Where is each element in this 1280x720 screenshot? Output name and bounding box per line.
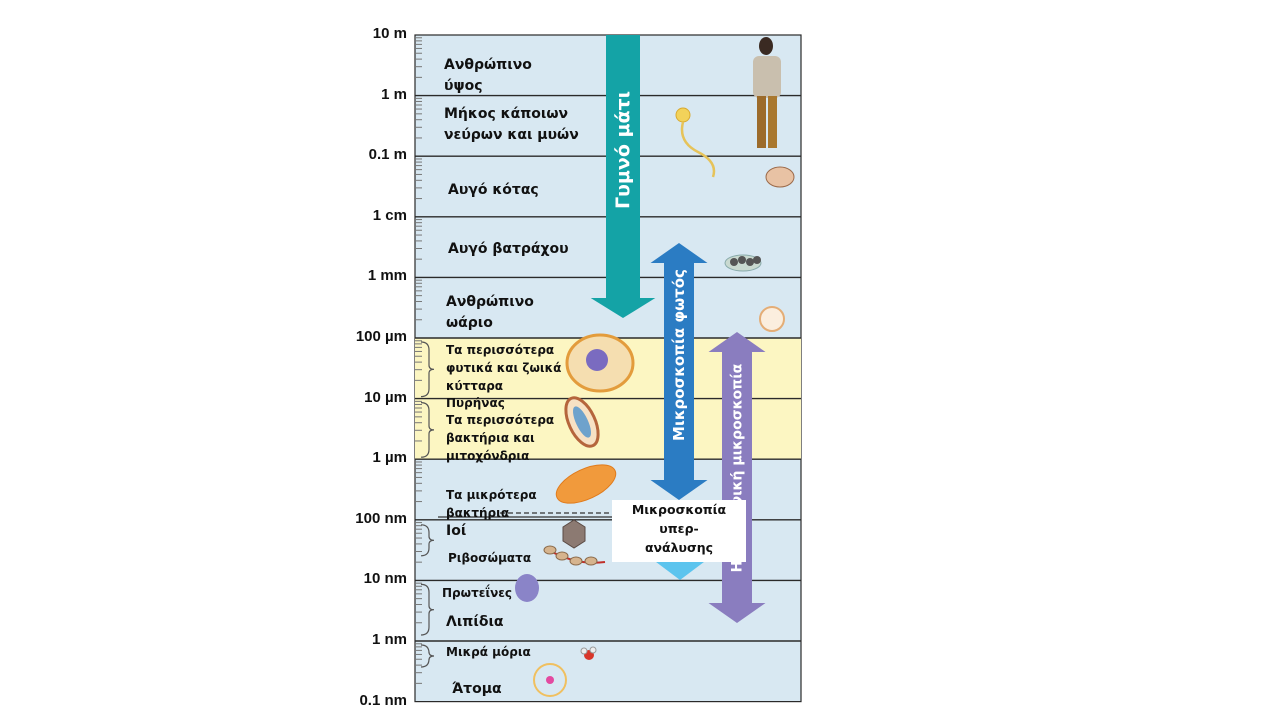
animal-cell-nucleus-icon [586, 349, 608, 371]
light-microscopy-arrow [650, 243, 708, 500]
item-label: Τα περισσότερα φυτικά και ζωικά κύτταρα [446, 343, 562, 393]
ribosomes-icon [555, 551, 569, 561]
naked-eye-label: Γυμνό μάτι [612, 90, 635, 210]
item-label: Λιπίδια [446, 614, 504, 630]
scale-tick-label: 10 m [372, 25, 407, 42]
item-label: Αυγό κότας [448, 182, 539, 198]
item-label: Πρωτεΐνες [442, 586, 513, 600]
virus-icon [562, 519, 586, 549]
frog-eggs-icon [730, 258, 738, 266]
scale-tick-label: 0.1 nm [359, 691, 407, 709]
range-brace [420, 583, 435, 636]
range-brace [420, 524, 435, 557]
naked-eye-arrow [590, 35, 656, 318]
mitochondrion-icon [555, 464, 617, 504]
item-label: Τα περισσότερα βακτήρια και μιτοχόνδρια [446, 413, 555, 463]
ribosomes-icon [543, 545, 557, 555]
range-brace [420, 644, 435, 668]
item-label: Μικρά μόρια [446, 645, 531, 659]
item-label: Ριβοσώματα [448, 551, 532, 565]
human-figure-icon [759, 37, 773, 55]
frog-eggs-icon [746, 258, 754, 266]
scale-tick-label: 1 mm [367, 267, 407, 285]
frog-eggs-icon [753, 256, 761, 264]
water-molecule-icon [580, 647, 588, 655]
frog-eggs-icon [738, 256, 746, 264]
bacterium-icon [572, 406, 592, 438]
item-label: Ιοί [446, 523, 467, 539]
human-egg-cell-icon [759, 306, 785, 332]
scale-tick-label: 1 µm [372, 449, 408, 467]
super-resolution-label-box: Μικροσκοπία υπερ- ανάλυσης [612, 500, 746, 562]
item-label: Ανθρώπινο ωάριο [446, 294, 534, 331]
ribosomes-icon [584, 556, 598, 566]
item-label: Τα μικρότερα βακτήρια [446, 488, 537, 520]
neuron-icon [680, 121, 716, 178]
atom-nucleus-icon [546, 676, 554, 684]
protein-icon [515, 574, 539, 602]
scale-tick-label: 10 nm [363, 570, 407, 588]
scale-tick-label: 10 µm [364, 388, 407, 406]
scale-tick-label: 0.1 m [368, 146, 407, 164]
item-label: Άτομα [452, 681, 502, 697]
atom-icon [533, 663, 567, 697]
neuron-icon [675, 107, 691, 123]
human-figure-icon [753, 56, 781, 98]
range-brace [420, 402, 435, 458]
super-resolution-label: Μικροσκοπία υπερ- ανάλυσης [631, 502, 727, 555]
human-figure-icon [768, 96, 777, 148]
ribosomes-icon [569, 556, 583, 566]
light-microscopy-label: Μικροσκοπία φωτός [669, 269, 688, 441]
scale-tick-label: 100 nm [355, 509, 407, 527]
item-label: Πυρήνας [446, 396, 505, 410]
item-label: Ανθρώπινο ύψος [444, 57, 532, 94]
water-molecule-icon [589, 646, 597, 654]
scale-tick-label: 100 µm [355, 328, 407, 345]
scale-tick-label: 1 m [381, 85, 407, 103]
range-brace [420, 341, 435, 398]
scale-tick-label: 1 cm [372, 206, 407, 224]
item-label: Μήκος κάποιων νεύρων και μυών [444, 106, 579, 143]
scale-tick-label: 1 nm [371, 631, 407, 648]
chicken-egg-icon [765, 166, 795, 188]
human-figure-icon [757, 96, 766, 148]
item-label: Αυγό βατράχου [448, 241, 569, 257]
